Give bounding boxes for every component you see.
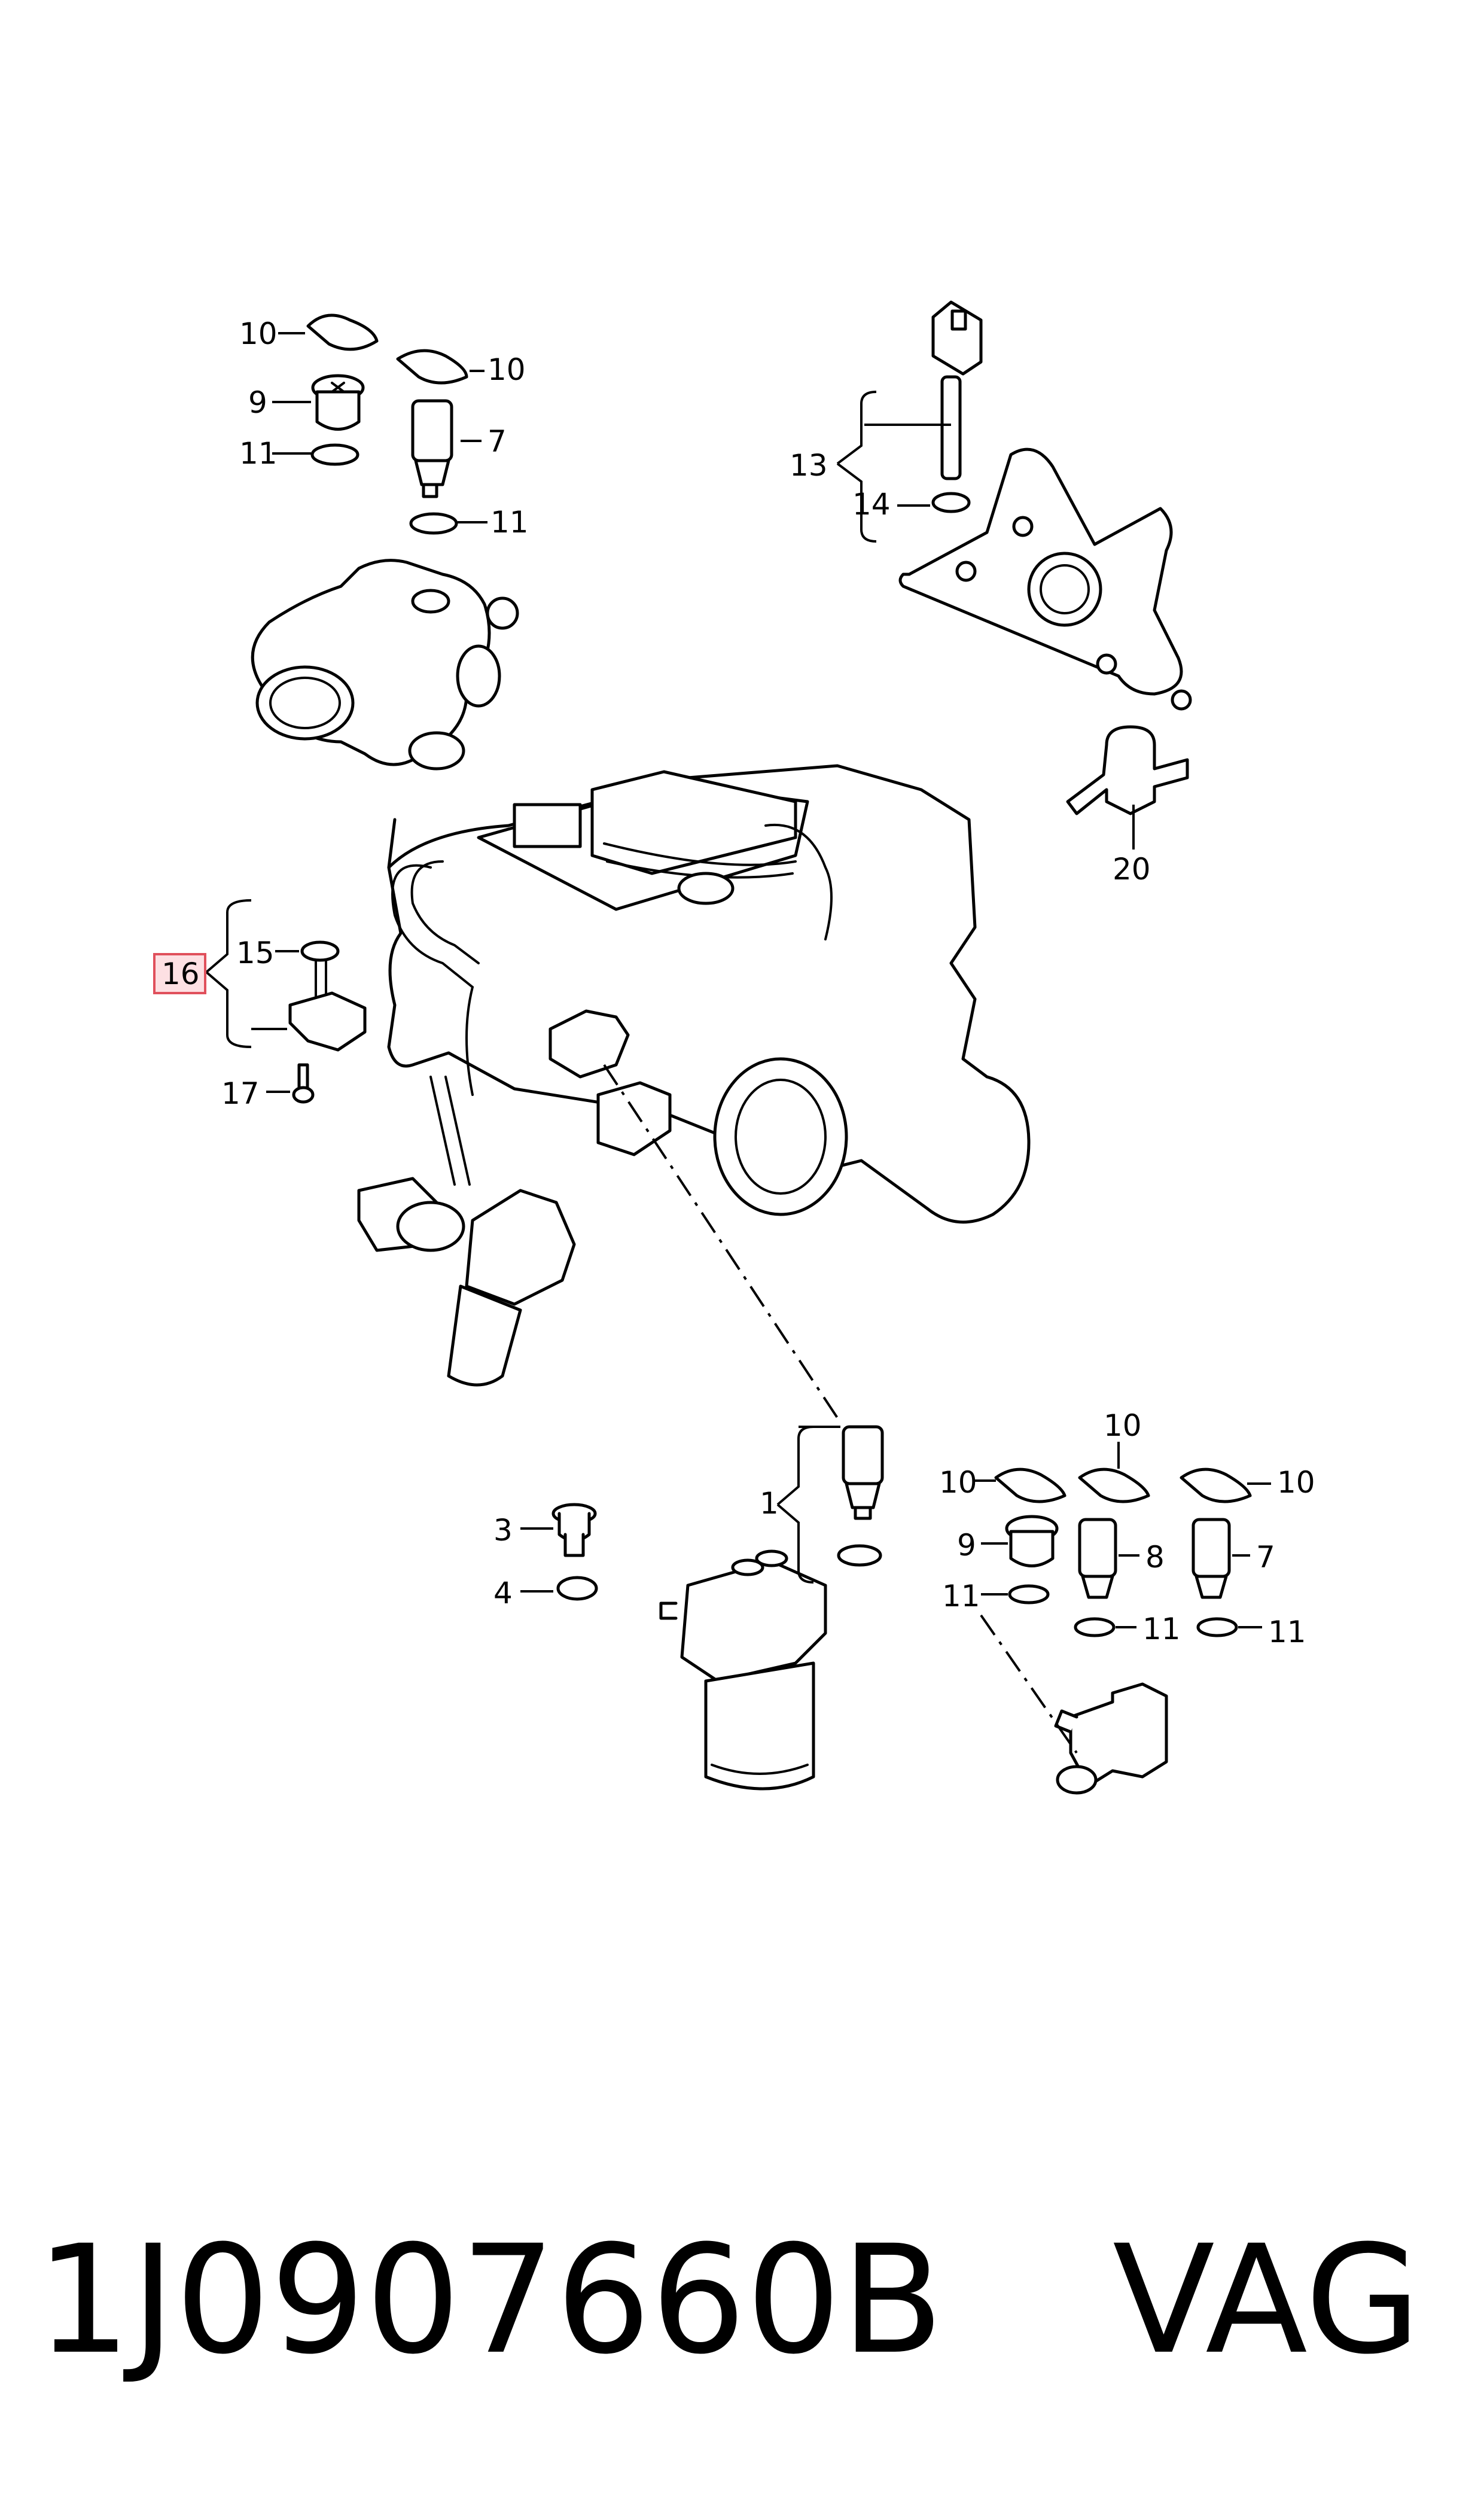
bolt-head: [292, 1086, 315, 1104]
o-ring: [310, 443, 359, 466]
callout-13: 13: [790, 448, 828, 483]
crankshaft-sensor-group: [288, 940, 367, 1104]
sealing-flange: [898, 447, 1192, 711]
temperature-sender-7: [1192, 1518, 1231, 1599]
bottom-right-parts-group: [994, 1467, 1252, 1795]
callout-4: 4: [493, 1576, 513, 1610]
callout-11: 11: [1268, 1615, 1306, 1649]
callout-7: 7: [1256, 1540, 1275, 1575]
coolant-flange: [251, 559, 519, 771]
retaining-clip: [1078, 1467, 1150, 1503]
callout-8: 8: [1145, 1540, 1165, 1575]
callout-14: 14: [852, 487, 891, 522]
callout-9: 9: [957, 1528, 976, 1563]
crankshaft-pulley: [396, 1201, 465, 1252]
reference-line: [980, 1614, 1078, 1754]
retaining-clip: [306, 313, 379, 351]
callout-10: 10: [239, 316, 278, 351]
retaining-clip: [994, 1467, 1066, 1503]
o-ring: [409, 512, 458, 535]
callout-labels: 10 10 9 7 11 11 13 14 20 15 16 17 10 1 1…: [161, 316, 1315, 1649]
speed-sensor: [288, 991, 367, 1052]
o-ring: [1196, 1617, 1238, 1637]
callout-3: 3: [493, 1513, 513, 1548]
callout-10: 10: [1277, 1465, 1315, 1500]
part-number: 1J0907660B: [36, 2213, 944, 2387]
callout-15: 15: [236, 936, 275, 970]
bottom-left-parts-group: [551, 1425, 884, 1791]
sealing-washer: [556, 1576, 598, 1601]
callout-11: 11: [942, 1579, 980, 1613]
leader-lines: [205, 332, 1271, 1628]
temperature-sender: [411, 399, 453, 498]
callout-10: 10: [487, 352, 526, 387]
coolant-pipe: [1054, 1682, 1168, 1795]
fuel-filter: [659, 1549, 827, 1791]
engine-assembly: [357, 764, 1031, 1387]
sealing-plug: [1005, 1515, 1059, 1567]
mounting-bolt: [297, 1063, 309, 1091]
brand-label: VAG: [1113, 2213, 1421, 2387]
top-right-parts-group: [898, 300, 1192, 815]
reference-lines: [603, 1064, 1078, 1754]
sealing-ring: [837, 1544, 882, 1567]
callout-10: 10: [939, 1465, 977, 1500]
o-ring: [1008, 1584, 1050, 1604]
hose-connector: [1066, 725, 1189, 815]
temperature-sender-8: [1078, 1518, 1117, 1599]
oil-pressure-switch: [842, 1425, 884, 1520]
callout-9: 9: [248, 385, 267, 420]
callout-17: 17: [221, 1076, 260, 1111]
retaining-clip: [396, 349, 468, 385]
callout-10: 10: [1104, 1408, 1142, 1443]
callout-11: 11: [1142, 1612, 1181, 1646]
retaining-clip: [1180, 1467, 1252, 1503]
callout-7: 7: [487, 424, 507, 459]
o-ring: [1074, 1617, 1116, 1637]
reference-line: [603, 1064, 839, 1419]
callout-16-highlight: [153, 953, 206, 994]
callout-11: 11: [490, 505, 529, 540]
callout-1: 1: [760, 1486, 779, 1521]
callout-16: 16: [161, 957, 200, 991]
callout-11: 11: [239, 436, 278, 471]
o-ring: [931, 492, 971, 513]
top-left-parts-group: [251, 313, 519, 771]
sender-with-probe: [931, 300, 983, 480]
exploded-parts-diagram: 10 10 9 7 11 11 13 14 20 15 16 17 10 1 1…: [153, 300, 1315, 1795]
oil-filter-housing: [465, 1189, 576, 1306]
oil-filter-canister: [447, 1284, 522, 1387]
sealing-plug: [311, 374, 365, 431]
callout-20: 20: [1113, 852, 1151, 887]
oil-plug: [551, 1503, 597, 1557]
o-ring: [300, 940, 340, 962]
